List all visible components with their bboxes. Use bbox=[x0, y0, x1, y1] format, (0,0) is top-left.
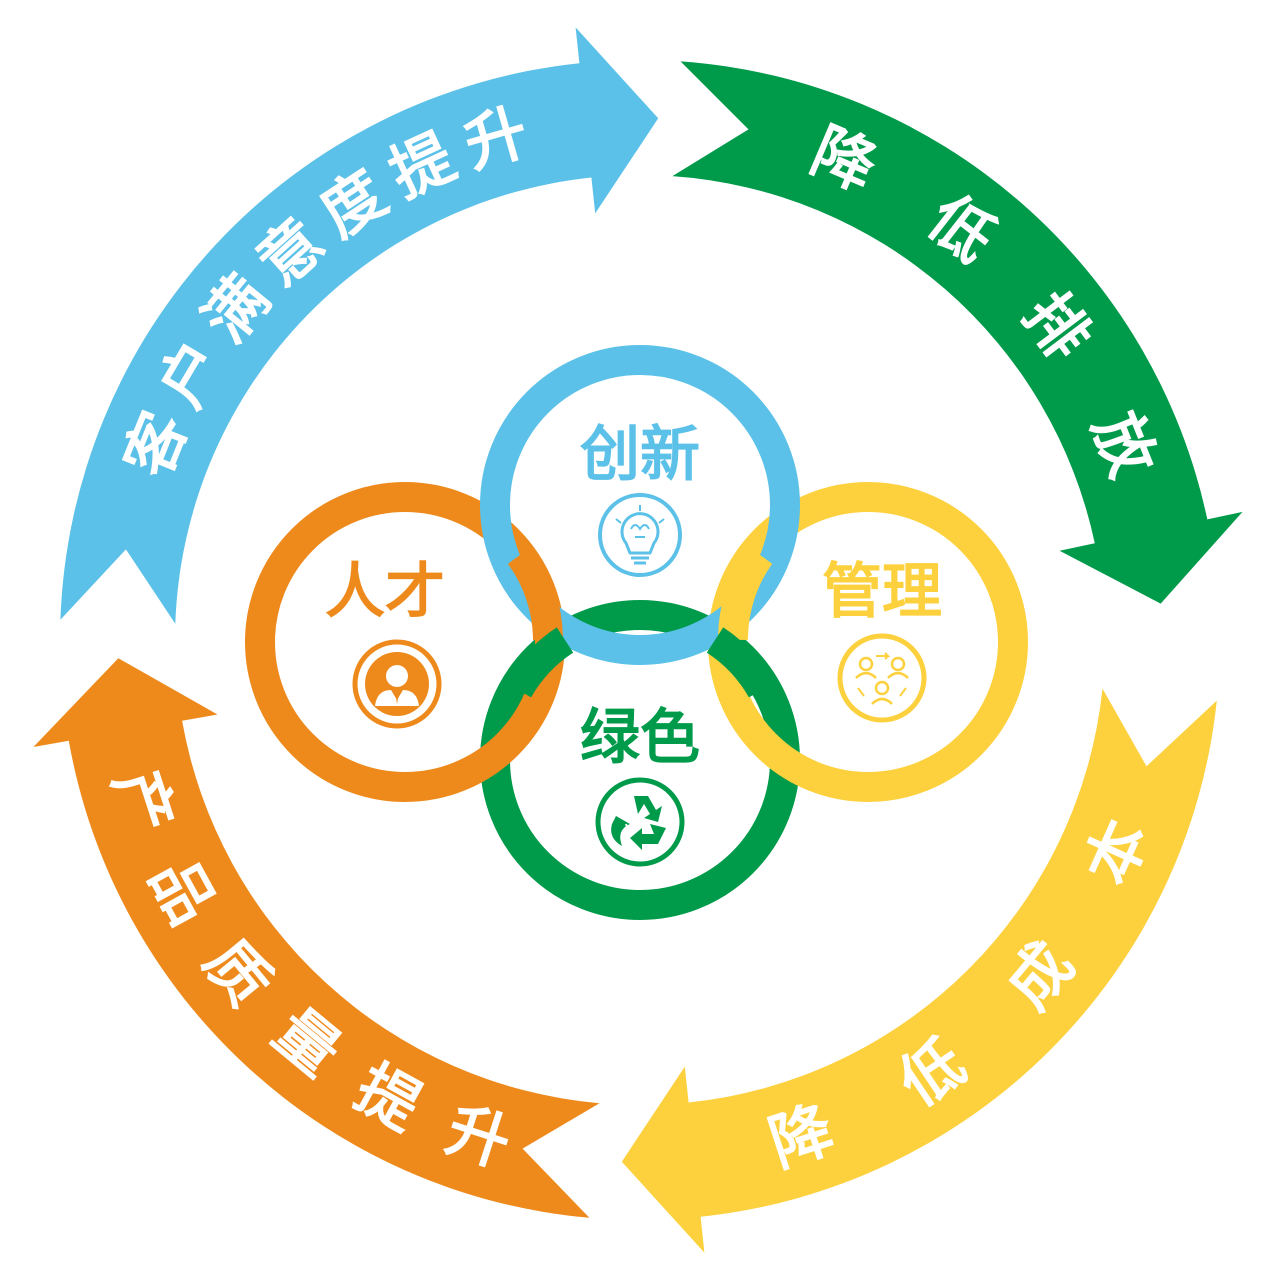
arrow-satisfaction bbox=[60, 27, 659, 624]
label-talent: 人才 bbox=[325, 557, 445, 627]
recycle-leaf-icon bbox=[595, 777, 685, 867]
arrow-quality bbox=[33, 658, 600, 1218]
ring-talent-overlap bbox=[507, 546, 563, 641]
ring-innovation bbox=[480, 345, 800, 665]
label-innovation: 创新 bbox=[580, 420, 700, 490]
ring-green-overlap-right bbox=[706, 627, 776, 698]
ring-management-overlap bbox=[717, 546, 773, 641]
ring-green-overlap-left bbox=[504, 627, 574, 698]
center-rings bbox=[245, 345, 1028, 920]
arrow-emission bbox=[672, 61, 1243, 604]
label-green: 绿色 bbox=[580, 703, 700, 773]
label-management: 管理 bbox=[822, 557, 942, 627]
businessman-icon bbox=[352, 639, 442, 729]
lightbulb-brain-icon bbox=[598, 493, 682, 577]
outer-arrows bbox=[33, 27, 1243, 1253]
team-cycle-icon bbox=[837, 633, 927, 723]
arrow-cost bbox=[621, 688, 1217, 1253]
